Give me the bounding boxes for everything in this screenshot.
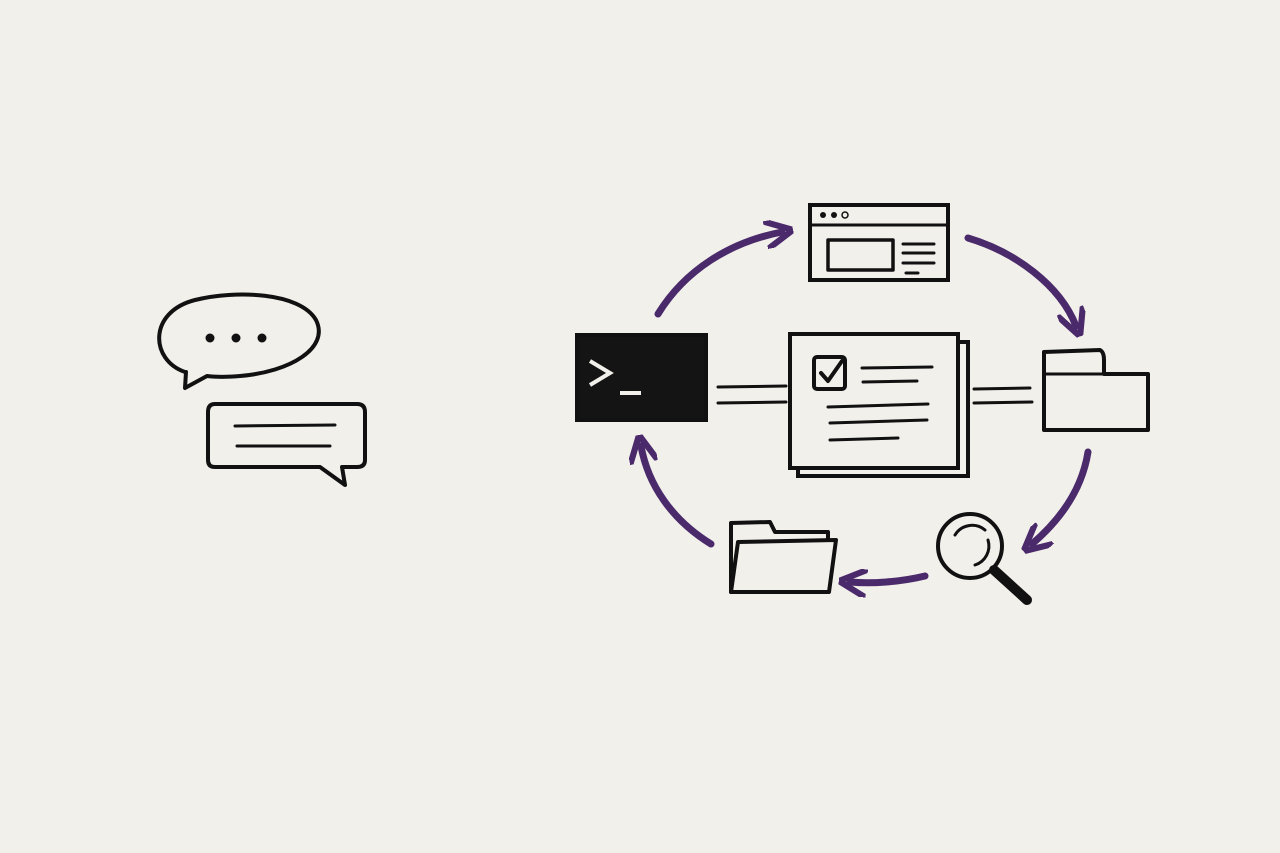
cycle-arrows — [641, 232, 1092, 583]
speech-bubble-typing-icon — [157, 292, 321, 390]
terminal-icon — [575, 333, 708, 422]
arrow-folder-to-magnifier — [1032, 448, 1092, 544]
arrow-terminal-to-browser — [654, 232, 782, 318]
connector-left — [716, 384, 788, 405]
browser-window-icon — [808, 203, 950, 282]
arrow-magnifier-to-open-folder — [850, 576, 929, 583]
connector-right — [972, 386, 1034, 405]
magnifier-icon — [936, 512, 1032, 605]
open-folder-icon — [729, 520, 838, 594]
folder-icon — [1042, 348, 1150, 432]
speech-bubble-text-icon — [206, 402, 367, 487]
arrow-open-folder-to-terminal — [641, 446, 715, 548]
arrow-browser-to-folder — [964, 234, 1076, 326]
checklist-document-icon — [788, 332, 970, 478]
